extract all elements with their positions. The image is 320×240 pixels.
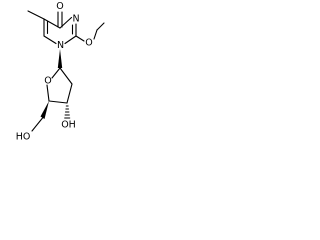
bond-c5-methyl — [27, 10, 45, 20]
atom-carbonyl-oxygen: O — [56, 1, 63, 12]
atom-hydroxyl-5prime: HO — [16, 132, 31, 143]
bond-c2-oeth — [75, 35, 85, 42]
bond-oeth-ch2 — [93, 29, 98, 40]
atom-furanose-ring-oxygen: O — [44, 76, 51, 87]
bond-c1p-c2p — [59, 67, 73, 85]
bond-c3p-c4p — [48, 100, 68, 104]
bond-c6-n1 — [43, 35, 57, 45]
molecule-structure-diagram: O N N O O OH HO — [16, 1, 105, 143]
bond-c3p-oh-hash — [64, 105, 71, 119]
bond-ch2-ch3 — [96, 22, 105, 31]
bond-c5p-o5p — [31, 117, 44, 132]
atom-ring-nitrogen-3: N — [72, 14, 79, 25]
bond-c2p-c3p — [66, 83, 73, 104]
atom-hydroxyl-3prime: OH — [61, 120, 76, 131]
atom-ring-nitrogen-1: N — [57, 40, 64, 51]
bond-n1-c1prime-wedge — [57, 49, 63, 68]
bond-c4p-c5p-wedge — [40, 101, 49, 119]
bond-n1-c2 — [64, 35, 77, 45]
atom-ethoxy-oxygen: O — [85, 38, 92, 49]
bond-o4p-c4p — [46, 84, 50, 102]
bond-c1p-o4p — [51, 67, 61, 79]
bond-c4-c5 — [43, 18, 61, 29]
